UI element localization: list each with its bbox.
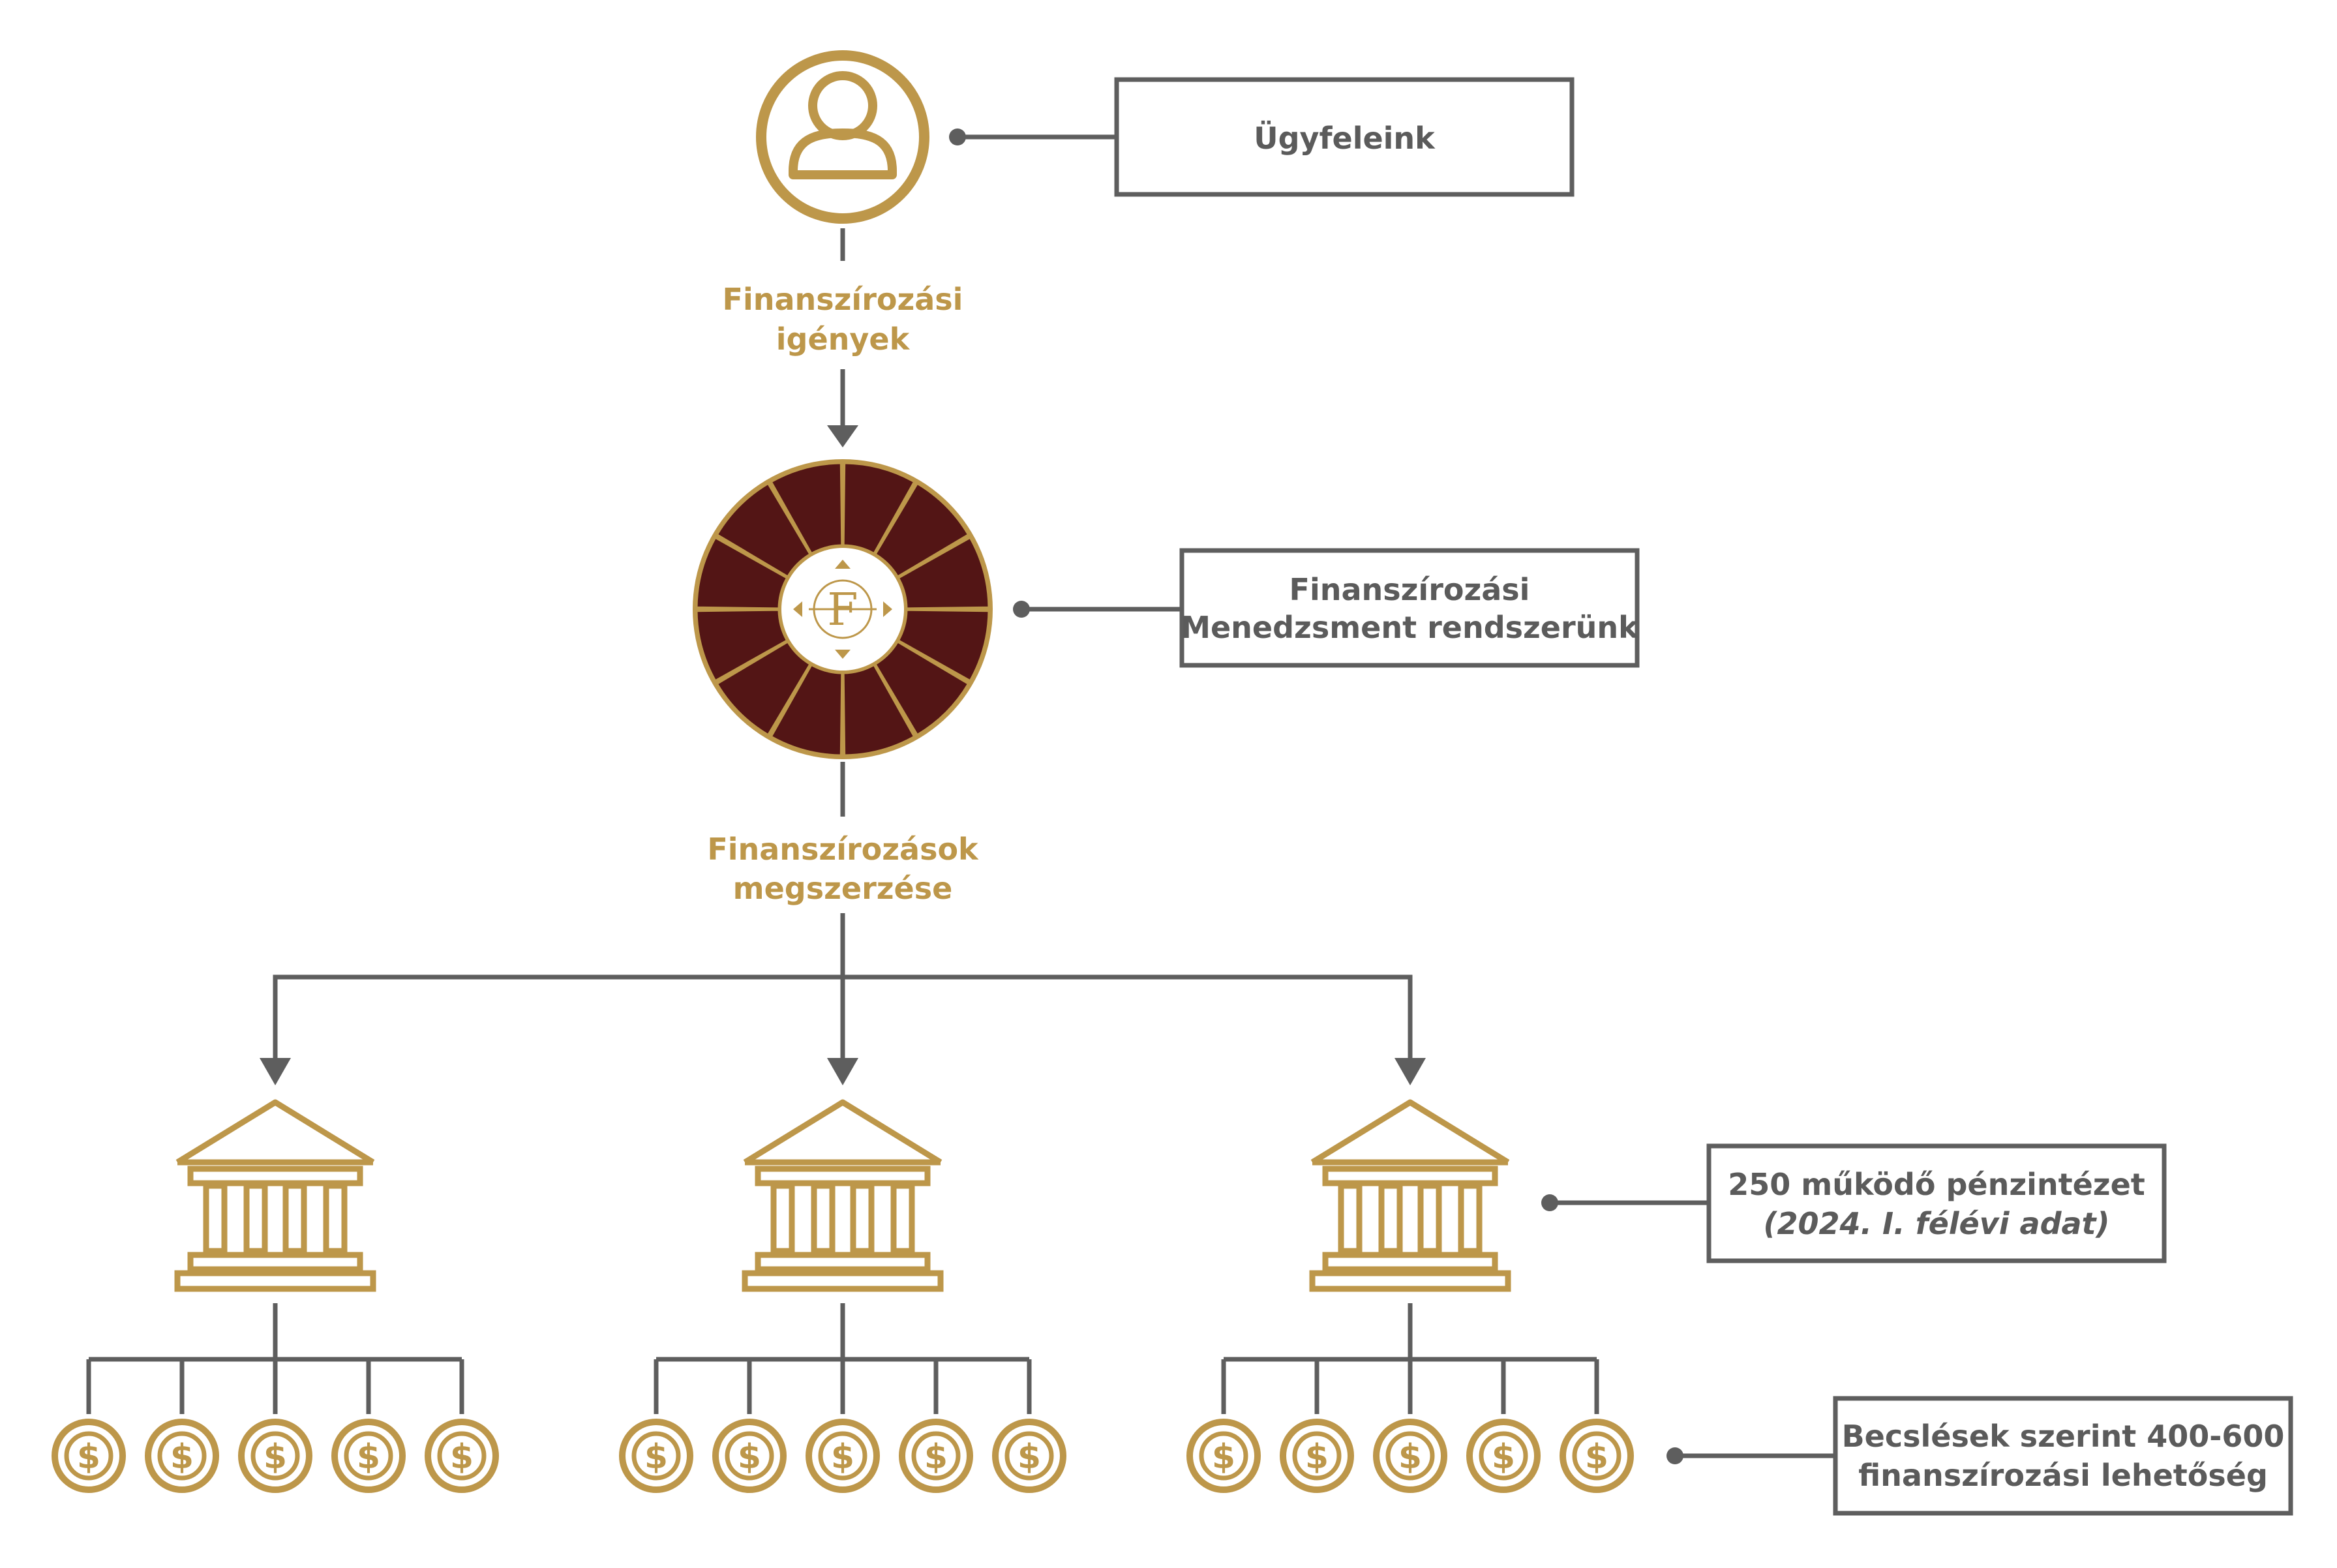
wheel-segment: [695, 536, 789, 610]
system-label-line2: Menedzsment rendszerünk: [1181, 610, 1639, 645]
opportunities-label-line2: finanszírozási lehetőség: [1858, 1458, 2268, 1493]
dollar-coin-icon: $: [899, 1419, 973, 1493]
wheel-segment: [695, 609, 789, 682]
wheel-segment: [842, 462, 916, 555]
wheel-segment: [716, 482, 812, 579]
dollar-coin-icon: $: [992, 1419, 1066, 1493]
wheel-segment: [842, 663, 916, 757]
dollar-coin-icon: $: [1373, 1419, 1447, 1493]
institutions-label-box: 250 működő pénzintézet (2024. I. félévi …: [1706, 1143, 2167, 1263]
dollar-symbol: $: [644, 1438, 668, 1477]
bank-building-icon: [742, 1099, 944, 1359]
wheel-segment: [873, 640, 970, 736]
dollar-symbol: $: [924, 1438, 948, 1477]
opportunities-label-line1: Becslések szerint 400-600: [1842, 1419, 2285, 1454]
arrow-icon: [835, 560, 851, 569]
wheel-segment: [897, 609, 990, 682]
arrow-down-icon: [260, 1058, 291, 1085]
bank-building-icon: [1309, 1099, 1511, 1359]
wheel-segment: [873, 482, 970, 579]
dollar-coin-icon: $: [1186, 1419, 1261, 1493]
arrow-icon: [793, 601, 802, 617]
institutions-label-line2: (2024. I. félévi adat): [1763, 1206, 2109, 1241]
dollar-symbol: $: [357, 1438, 380, 1477]
f-logo-wheel-icon: F: [693, 459, 993, 759]
dollar-coin-icon: $: [145, 1419, 219, 1493]
clients-label: Ügyfeleink: [1254, 121, 1436, 156]
dollar-symbol: $: [170, 1438, 194, 1477]
bank-building-icon: [174, 1099, 376, 1359]
arrow-down-icon: [827, 425, 858, 447]
dollar-coin-icon: $: [619, 1419, 693, 1493]
dollar-symbol: $: [1305, 1438, 1329, 1477]
dollar-symbol: $: [738, 1438, 761, 1477]
dollar-coin-icon: $: [331, 1419, 406, 1493]
system-connector: [1013, 601, 1182, 618]
arrow-down-icon: [827, 1058, 858, 1085]
arrow-down-icon: [1395, 1058, 1426, 1085]
flow-label-top-line1: Finanszírozási: [723, 282, 963, 317]
branch-connector: [260, 974, 1426, 1085]
institutions-connector: [1541, 1194, 1709, 1211]
dollar-coin-icon: $: [425, 1419, 499, 1493]
dollar-coin-icon: $: [1466, 1419, 1541, 1493]
person-icon: [756, 50, 929, 224]
flow-label-middle-line1: Finanszírozások: [707, 832, 979, 867]
opportunities-label-box: Becslések szerint 400-600 finanszírozási…: [1833, 1396, 2293, 1516]
dollar-symbol: $: [1212, 1438, 1235, 1477]
system-label-line1: Finanszírozási: [1289, 572, 1530, 607]
dollar-symbol: $: [264, 1438, 287, 1477]
dollar-coin-icon: $: [52, 1419, 126, 1493]
dollar-coin-icon: $: [238, 1419, 312, 1493]
institutions-label-line1: 250 működő pénzintézet: [1728, 1167, 2145, 1202]
flow-label-top-line2: igények: [776, 322, 911, 357]
flow-label-middle-line2: megszerzése: [733, 871, 953, 906]
logo-letter: F: [827, 584, 858, 636]
dollar-symbol: $: [1398, 1438, 1422, 1477]
dollar-coin-icon: $: [1280, 1419, 1354, 1493]
clients-label-box: Ügyfeleink: [1114, 77, 1575, 197]
dollar-coin-icon: $: [806, 1419, 880, 1493]
arrow-icon: [883, 601, 892, 617]
dollar-symbol: $: [831, 1438, 854, 1477]
dollar-symbol: $: [77, 1438, 100, 1477]
clients-connector: [949, 128, 1117, 145]
dollar-symbol: $: [1585, 1438, 1608, 1477]
wheel-segment: [770, 663, 843, 757]
arrow-icon: [835, 650, 851, 659]
dollar-symbol: $: [1492, 1438, 1515, 1477]
dollar-symbol: $: [1018, 1438, 1041, 1477]
wheel-segment: [897, 536, 990, 610]
opportunities-connector: [1666, 1447, 1835, 1464]
dollar-symbol: $: [450, 1438, 474, 1477]
opportunities-group: $ $ $ $ $ $ $ $ $ $ $ $ $ $ $: [52, 1357, 1634, 1493]
institutions-group: [174, 1099, 1511, 1359]
dollar-coin-icon: $: [712, 1419, 787, 1493]
wheel-segment: [770, 462, 843, 555]
system-label-box: Finanszírozási Menedzsment rendszerünk: [1179, 548, 1640, 668]
wheel-segment: [716, 640, 812, 736]
dollar-coin-icon: $: [1560, 1419, 1634, 1493]
